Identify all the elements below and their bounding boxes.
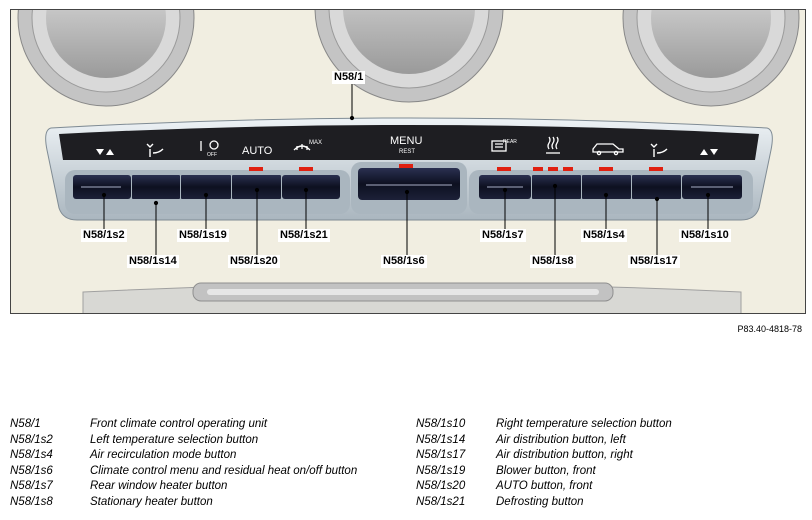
callout-n58-1s19: N58/1s19 (177, 229, 229, 242)
climate-control-figure: AUTO OFF MAX MENU REST REAR (10, 9, 806, 314)
callout-n58-1s14: N58/1s14 (127, 255, 179, 268)
legend-row: N58/1s2 Left temperature selection button (10, 434, 357, 450)
button-n58-1s4[interactable] (582, 175, 631, 199)
callout-n58-1s21: N58/1s21 (278, 229, 330, 242)
button-n58-1s14[interactable] (132, 175, 180, 199)
legend-code: N58/1 (10, 418, 41, 430)
legend-row: N58/1s20 AUTO button, front (416, 480, 672, 496)
up-down-arrows-icon-right (700, 149, 718, 155)
callout-n58-1: N58/1 (332, 71, 366, 84)
indicator-led (249, 167, 263, 171)
legend-code: N58/1s19 (416, 464, 466, 477)
rear-defrost-icon (491, 140, 507, 152)
climate-control-illustration: AUTO OFF MAX MENU REST REAR (17, 10, 800, 313)
callout-n58-1s10: N58/1s10 (679, 229, 731, 242)
legend-row: N58/1s8 Stationary heater button (10, 496, 357, 512)
legend-column-right: N58/1s10 Right temperature selection butt… (416, 418, 672, 512)
legend-text: Air recirculation mode button (90, 449, 237, 462)
legend-code: N58/1s2 (10, 433, 53, 446)
legend-text: Rear window heater button (90, 480, 228, 493)
rear-label: REAR (503, 139, 517, 145)
button-n58-1s6[interactable] (358, 168, 460, 200)
indicator-led (599, 167, 613, 171)
indicator-led (497, 167, 511, 171)
legend-code: N58/1s8 (10, 495, 53, 508)
icon-strip (59, 125, 759, 160)
airflow-icon-left (146, 143, 164, 157)
legend-text: Left temperature selection button (90, 433, 259, 446)
indicator-led (563, 167, 573, 171)
legend-text: Blower button, front (496, 464, 596, 477)
legend-row: N58/1s14 Air distribution button, left (416, 434, 672, 450)
rest-label: REST (399, 149, 415, 155)
airflow-icon-right (650, 143, 668, 157)
legend-code: N58/1s4 (10, 449, 53, 462)
legend-row: N58/1s7 Rear window heater button (10, 480, 357, 496)
legend-row: N58/1s6 Climate control menu and residual… (10, 465, 357, 481)
defrost-max-icon (293, 144, 311, 151)
legend-text: Air distribution button, right (496, 449, 633, 462)
legend-code: N58/1s10 (416, 418, 466, 430)
indicator-led (548, 167, 558, 171)
legend-code: N58/1s7 (10, 480, 53, 493)
legend-code: N58/1s20 (416, 480, 466, 493)
legend-code: N58/1s21 (416, 495, 466, 508)
off-label: OFF (207, 152, 217, 158)
button-n58-1s19[interactable] (181, 175, 231, 199)
button-n58-1s21[interactable] (282, 175, 340, 199)
callout-n58-1s2: N58/1s2 (81, 229, 127, 242)
legend-code: N58/1s17 (416, 449, 466, 462)
legend-row: N58/1s10 Right temperature selection butt… (416, 418, 672, 434)
leader-lines (101, 84, 711, 256)
legend-row: N58/1s4 Air recirculation mode button (10, 449, 357, 465)
legend-row: N58/1 Front climate control operating uni… (10, 418, 357, 434)
down-up-arrows-icon-left (96, 149, 114, 155)
indicator-led (399, 164, 413, 168)
air-vent-left (17, 10, 195, 107)
indicator-led (649, 167, 663, 171)
legend-row: N58/1s17 Air distribution button, right (416, 449, 672, 465)
callout-n58-1s7: N58/1s7 (480, 229, 526, 242)
legend-text: Right temperature selection button (496, 418, 672, 430)
indicator-led (533, 167, 543, 171)
fan-off-icon (200, 140, 219, 151)
seat-heat-icon (546, 136, 560, 154)
max-label: MAX (309, 140, 322, 146)
air-vent-center (314, 10, 504, 103)
menu-label: MENU (390, 135, 422, 147)
lower-slot-inner (207, 289, 599, 295)
callout-n58-1s4: N58/1s4 (581, 229, 627, 242)
legend-text: AUTO button, front (496, 480, 593, 493)
indicator-led (299, 167, 313, 171)
callout-n58-1s8: N58/1s8 (530, 255, 576, 268)
air-vent-right (622, 10, 800, 107)
legend-column-left: N58/1 Front climate control operating uni… (10, 418, 357, 512)
legend-text: Defrosting button (496, 495, 584, 508)
callout-n58-1s17: N58/1s17 (628, 255, 680, 268)
legend-text: Front climate control operating unit (90, 418, 268, 430)
callout-n58-1s20: N58/1s20 (228, 255, 280, 268)
callout-n58-1s6: N58/1s6 (381, 255, 427, 268)
legend-row: N58/1s19 Blower button, front (416, 465, 672, 481)
legend-text: Air distribution button, left (496, 433, 626, 446)
legend-code: N58/1s14 (416, 433, 466, 446)
legend-text: Stationary heater button (90, 495, 213, 508)
button-n58-1s17[interactable] (632, 175, 681, 199)
auto-label: AUTO (242, 145, 273, 157)
car-recirculation-icon (592, 143, 624, 156)
legend-code: N58/1s6 (10, 464, 53, 477)
reference-code: P83.40-4818-78 (737, 324, 802, 334)
legend-text: Climate control menu and residual heat o… (90, 464, 358, 477)
legend-row: N58/1s21 Defrosting button (416, 496, 672, 512)
button-n58-1s20[interactable] (232, 175, 281, 199)
